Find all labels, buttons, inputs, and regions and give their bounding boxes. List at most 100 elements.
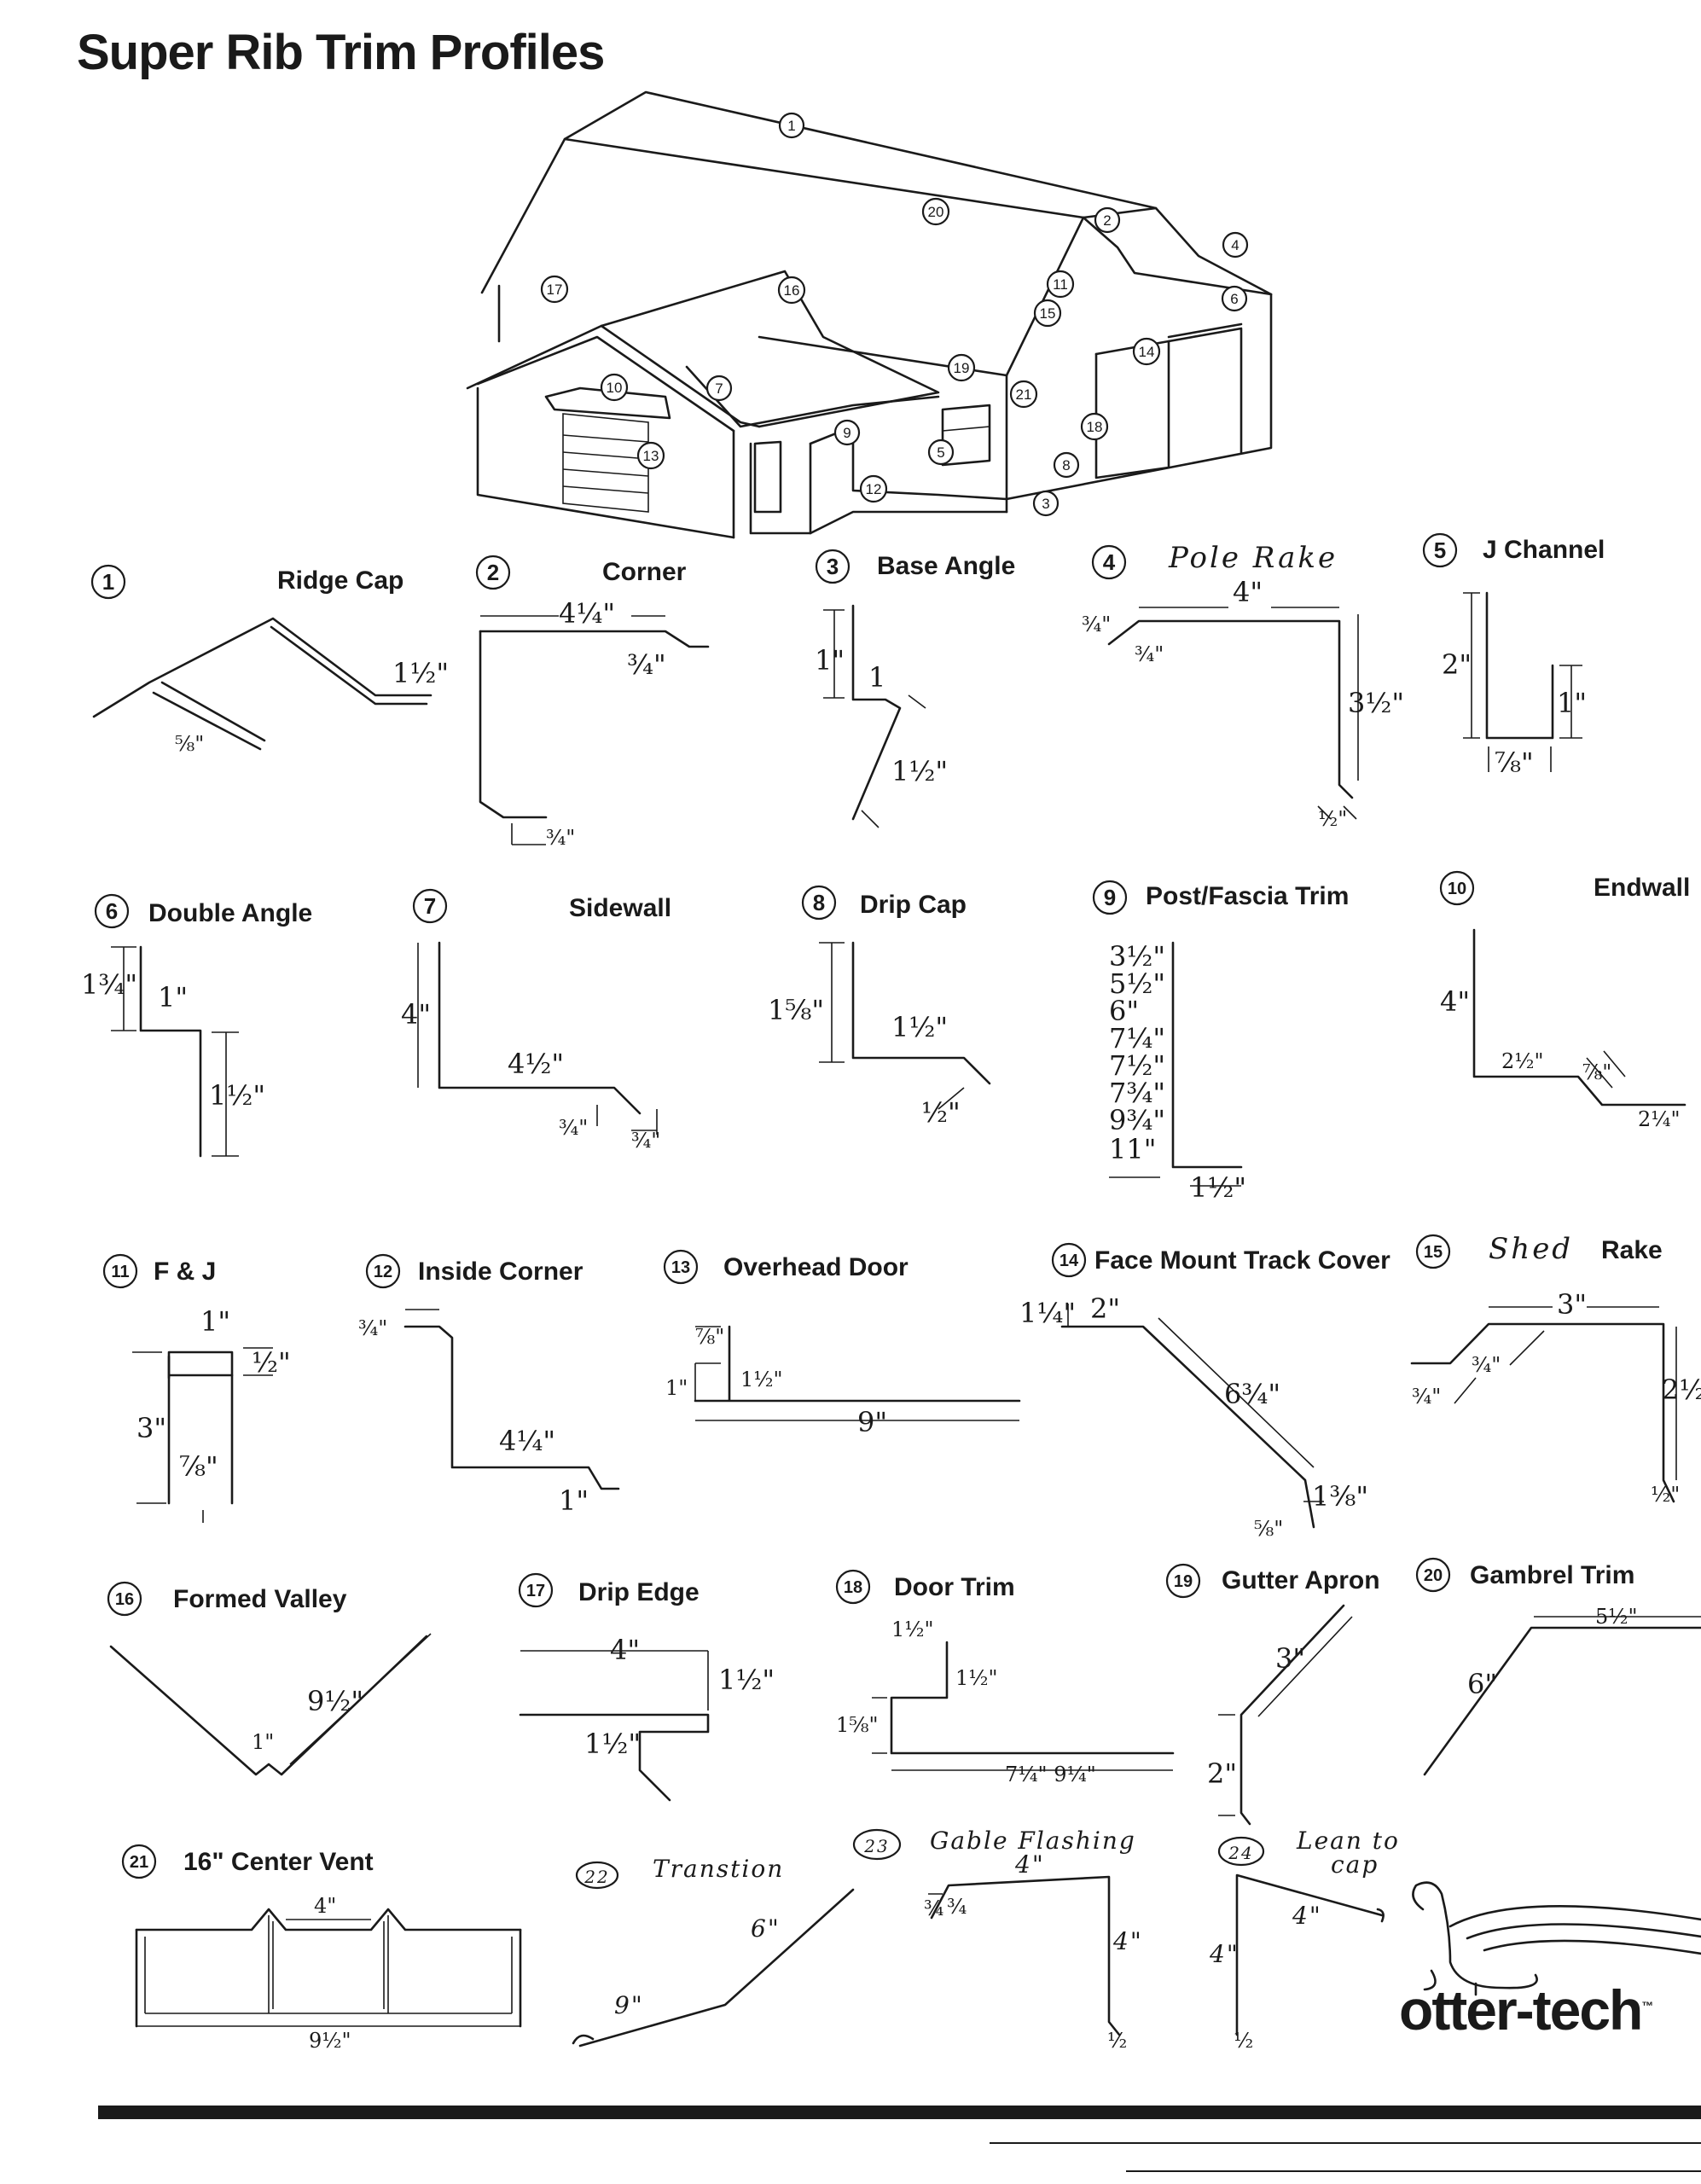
svg-text:¾": ¾" — [559, 1116, 588, 1140]
svg-text:1½": 1½" — [209, 1079, 265, 1112]
profile-post-fascia-trim: 9 Post/Fascia Trim 3½" 5½" 6" 7¼" 7½" 7¾… — [1092, 880, 1349, 1204]
svg-text:1⅝": 1⅝" — [768, 994, 824, 1026]
svg-text:Ridge Cap: Ridge Cap — [277, 566, 403, 595]
profile-inside-corner: 12 Inside Corner ¾" 4¼" 1" — [358, 1253, 620, 1517]
svg-text:½": ½" — [921, 1096, 961, 1129]
svg-text:1½": 1½" — [740, 1368, 783, 1391]
svg-text:2": 2" — [1090, 1292, 1120, 1325]
svg-text:2: 2 — [487, 560, 499, 585]
svg-text:4": 4" — [401, 998, 431, 1031]
svg-text:9: 9 — [1104, 885, 1116, 910]
svg-text:1½": 1½" — [891, 1011, 948, 1043]
svg-text:Door Trim: Door Trim — [894, 1573, 1015, 1601]
svg-text:9: 9 — [843, 425, 850, 441]
svg-text:7: 7 — [424, 893, 436, 919]
svg-text:1": 1" — [158, 981, 188, 1014]
svg-text:6: 6 — [106, 898, 118, 924]
svg-text:1¼": 1¼" — [1019, 1297, 1076, 1329]
svg-text:Base Angle: Base Angle — [877, 552, 1015, 580]
svg-text:Sidewall: Sidewall — [569, 894, 671, 922]
svg-text:10: 10 — [1448, 880, 1466, 898]
profile-double-angle: 6 Double Angle 1¾" 1" 1½" — [81, 893, 312, 1158]
svg-text:22: 22 — [583, 1867, 609, 1887]
svg-text:1": 1" — [815, 644, 845, 677]
svg-text:Transtion: Transtion — [653, 1855, 784, 1883]
svg-text:3": 3" — [1275, 1642, 1305, 1675]
svg-text:21: 21 — [130, 1853, 148, 1872]
svg-text:2¼": 2¼" — [1638, 1107, 1681, 1131]
svg-text:¾": ¾" — [358, 1316, 387, 1340]
svg-text:Endwall: Endwall — [1594, 874, 1690, 902]
svg-text:7¾": 7¾" — [1109, 1077, 1165, 1109]
svg-text:Lean to: Lean to — [1296, 1827, 1400, 1855]
profile-transition: 22 Transtion 9" 6" — [572, 1855, 855, 2048]
svg-text:20: 20 — [928, 204, 944, 220]
svg-text:13: 13 — [671, 1258, 690, 1277]
svg-text:⅞": ⅞" — [179, 1450, 218, 1483]
profile-corner: 2 Corner 4¼" ¾" ¾" — [475, 555, 710, 850]
svg-text:2½": 2½" — [1501, 1049, 1544, 1073]
otter-tech-logo: otter-tech™ — [1399, 1978, 1653, 2042]
svg-text:Formed Valley: Formed Valley — [173, 1585, 347, 1613]
svg-text:14: 14 — [1139, 344, 1155, 360]
svg-text:16: 16 — [115, 1590, 134, 1609]
svg-text:Gambrel Trim: Gambrel Trim — [1470, 1561, 1634, 1589]
svg-text:11": 11" — [1109, 1133, 1156, 1165]
svg-text:11: 11 — [1053, 276, 1068, 293]
svg-text:9½": 9½" — [309, 2029, 351, 2053]
svg-text:1": 1" — [559, 1484, 589, 1517]
svg-text:21: 21 — [1016, 386, 1032, 403]
svg-text:⅞": ⅞" — [1582, 1060, 1611, 1084]
svg-text:12: 12 — [374, 1263, 392, 1281]
svg-text:5: 5 — [1434, 537, 1446, 563]
svg-text:⅞": ⅞" — [1495, 746, 1534, 779]
svg-text:Double Angle: Double Angle — [148, 899, 312, 927]
svg-text:1¾": 1¾" — [81, 968, 137, 1001]
svg-text:1⅜": 1⅜" — [1312, 1480, 1368, 1513]
svg-text:Inside Corner: Inside Corner — [418, 1258, 583, 1286]
svg-text:¾": ¾" — [1135, 642, 1164, 666]
svg-text:11: 11 — [111, 1263, 129, 1281]
svg-text:5½": 5½" — [1595, 1605, 1638, 1629]
svg-text:1: 1 — [868, 661, 885, 694]
profile-endwall: 10 Endwall 4" 2½" ⅞" 2¼" — [1439, 870, 1690, 1131]
profile-door-trim: 18 Door Trim 1½" 1½" 1⅝" 7¼" 9¼" — [835, 1569, 1175, 1786]
otter-icon — [1412, 1881, 1701, 1996]
svg-text:19: 19 — [954, 360, 970, 376]
svg-text:15: 15 — [1424, 1243, 1443, 1262]
svg-text:9": 9" — [857, 1406, 887, 1438]
svg-text:9": 9" — [614, 1991, 644, 2019]
svg-text:1⅝": 1⅝" — [836, 1713, 879, 1737]
svg-text:18: 18 — [1087, 419, 1103, 435]
svg-text:J Channel: J Channel — [1483, 536, 1605, 564]
profile-sidewall: 7 Sidewall 4" 4½" ¾" ¾" — [401, 888, 671, 1153]
svg-text:13: 13 — [643, 448, 659, 464]
svg-text:6": 6" — [1109, 995, 1139, 1027]
svg-text:Overhead Door: Overhead Door — [723, 1253, 909, 1281]
house-callouts: 1 2 3 4 5 6 7 8 9 10 11 12 13 14 15 16 1… — [540, 112, 1249, 517]
svg-text:3": 3" — [1557, 1288, 1587, 1321]
svg-text:Drip Edge: Drip Edge — [578, 1578, 700, 1606]
svg-text:1½": 1½" — [891, 1618, 934, 1641]
profile-gutter-apron: 19 Gutter Apron 3" 2" — [1165, 1563, 1380, 1826]
svg-text:¾: ¾ — [947, 1895, 967, 1919]
svg-text:Face Mount Track Cover: Face Mount Track Cover — [1094, 1246, 1390, 1275]
svg-text:1½": 1½" — [1190, 1171, 1246, 1204]
svg-text:7½": 7½" — [1109, 1049, 1165, 1082]
page-title: Super Rib Trim Profiles — [77, 25, 605, 80]
profile-pole-rake: 4 Pole Rake 4" ¾" ¾" 3½" ½" — [1082, 541, 1404, 831]
svg-text:4¼": 4¼" — [499, 1425, 555, 1457]
svg-text:4¼": 4¼" — [559, 597, 615, 630]
svg-text:4: 4 — [1231, 237, 1239, 253]
svg-text:1½": 1½" — [392, 657, 449, 689]
svg-text:10: 10 — [607, 380, 623, 396]
logo-text: otter-tech — [1399, 1978, 1643, 2042]
svg-text:1": 1" — [1557, 687, 1587, 719]
profile-formed-valley: 16 Formed Valley 9½" 1" — [107, 1581, 432, 1776]
profile-shed-rake: 15 Shed Rake 3" ¾" ¾" 2½" ½" — [1410, 1232, 1701, 1507]
profile-drip-cap: 8 Drip Cap 1⅝" 1½" ½" — [768, 885, 991, 1129]
svg-text:4: 4 — [1103, 549, 1116, 575]
svg-text:Pole Rake: Pole Rake — [1168, 541, 1338, 575]
svg-text:3": 3" — [136, 1412, 166, 1444]
